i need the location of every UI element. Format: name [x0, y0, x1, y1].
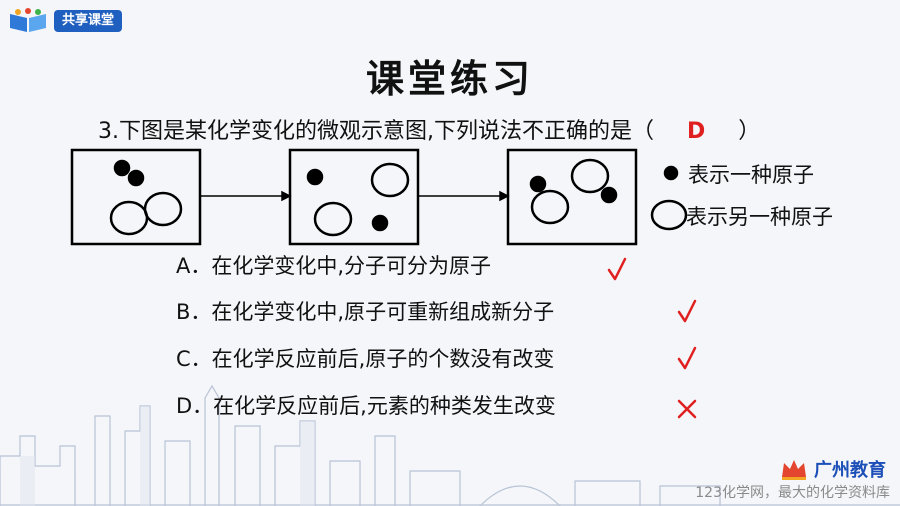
brand-name: 广州教育: [814, 460, 886, 481]
watermark-text: 123化学网，最大的化学资料库: [695, 485, 890, 501]
question-answer: D: [687, 119, 706, 144]
legend-symbols: [650, 165, 688, 231]
option-a: A．在化学变化中,分子可分为原子: [176, 254, 492, 278]
logo-label: 共享课堂: [54, 10, 123, 32]
stage-products: [506, 148, 638, 246]
check-icon: [677, 299, 697, 323]
legend-filled-atom-label: 表示一种原子: [688, 163, 814, 187]
legend-hollow-atom-label: 表示另一种原子: [686, 205, 833, 229]
book-logo-icon: [10, 8, 46, 32]
option-c: C．在化学反应前后,原子的个数没有改变: [176, 347, 555, 371]
app-logo: 共享课堂: [8, 8, 123, 34]
check-icon: [677, 346, 697, 370]
stage-atoms: [288, 148, 420, 246]
option-d: D．在化学反应前后,元素的种类发生改变: [176, 394, 556, 418]
crown-logo-icon: [782, 460, 806, 480]
question-text: 3.下图是某化学变化的微观示意图,下列说法不正确的是（: [98, 119, 654, 144]
arrow-2: [418, 190, 510, 202]
question-close-paren: ）: [738, 119, 761, 144]
option-b: B．在化学变化中,原子可重新组成新分子: [176, 300, 555, 324]
question-stem: 3.下图是某化学变化的微观示意图,下列说法不正确的是（ D ）: [98, 113, 760, 145]
skyline-background: [0, 384, 900, 506]
cross-icon: [677, 399, 697, 419]
arrow-1: [200, 190, 292, 202]
page-title: 课堂练习: [365, 57, 534, 101]
stage-reactants: [70, 148, 202, 246]
check-icon: [607, 257, 627, 281]
brand-logo: 广州教育: [780, 456, 886, 482]
